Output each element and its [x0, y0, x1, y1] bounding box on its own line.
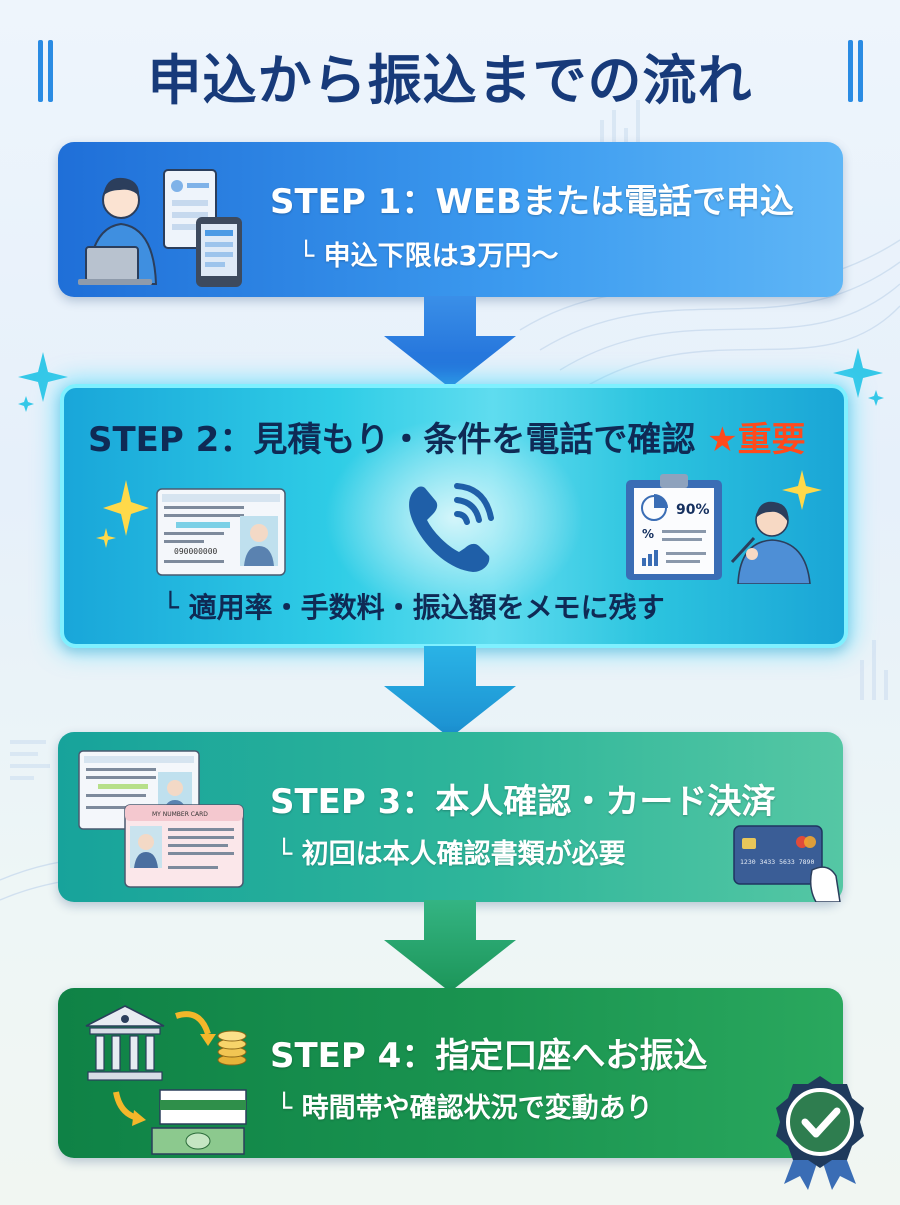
- check-badge-icon: [776, 1076, 864, 1190]
- step-3-subtitle: └ 初回は本人確認書類が必要: [276, 839, 626, 870]
- step-2-card: STEP 2：見積もり・条件を電話で確認 ★重要 090000000 90% %: [60, 384, 848, 648]
- down-arrow-icon: [384, 296, 516, 388]
- phone-icon: [409, 483, 494, 572]
- sparkle-icon: [782, 470, 822, 510]
- title-bar-right: [848, 40, 853, 102]
- sparkle-icon: [18, 352, 68, 412]
- sparkle-icon: [96, 480, 149, 548]
- my-number-card-icon: MY NUMBER CARD: [124, 804, 244, 888]
- step-1-card: STEP 1：WEBまたは電話で申込 └ 申込下限は3万円～: [58, 142, 843, 297]
- sparkle-icon: [833, 348, 884, 406]
- important-badge: ★重要: [707, 420, 806, 460]
- step-2-title: STEP 2：見積もり・条件を電話で確認 ★重要: [88, 420, 806, 460]
- banknote-icon: [113, 1089, 247, 1155]
- title-bar-left: [38, 40, 43, 102]
- header: 申込から振込までの流れ: [0, 28, 900, 112]
- credit-card-number: 1230 3433 5633 7890: [740, 858, 814, 866]
- credit-card-icon: 1230 3433 5633 7890: [733, 825, 841, 902]
- step-3-title: STEP 3：本人確認・カード決済: [270, 782, 776, 822]
- step-1-subtitle: └ 申込下限は3万円～: [298, 241, 559, 272]
- title-bar-left-2: [48, 40, 53, 102]
- bank-icon: [85, 1005, 165, 1081]
- clipboard-icon: 90% %: [626, 474, 722, 580]
- down-arrow-icon: [384, 900, 516, 992]
- title-bar-right-2: [858, 40, 863, 102]
- id-card-number: 090000000: [174, 547, 218, 556]
- svg-text:%: %: [642, 527, 654, 541]
- page-title: 申込から振込までの流れ: [147, 49, 753, 112]
- my-number-card-label: MY NUMBER CARD: [152, 811, 208, 818]
- id-card-icon: 090000000: [156, 488, 286, 576]
- person-writing-icon: [730, 501, 811, 584]
- clipboard-percent: 90%: [676, 502, 710, 518]
- step-2-subtitle: └ 適用率・手数料・振込額をメモに残す: [162, 591, 665, 624]
- step-4-title: STEP 4：指定口座へお振込: [270, 1036, 708, 1076]
- coins-icon: [175, 1011, 247, 1066]
- step-1-title: STEP 1：WEBまたは電話で申込: [270, 182, 794, 222]
- person-laptop-icon: [78, 169, 242, 287]
- step-4-subtitle: └ 時間帯や確認状況で変動あり: [276, 1093, 653, 1124]
- down-arrow-icon: [384, 646, 516, 738]
- step-3-card: MY NUMBER CARD STEP 3：本人確認・カード決済 └ 初回は本人…: [58, 732, 843, 902]
- step-4-card: STEP 4：指定口座へお振込 └ 時間帯や確認状況で変動あり: [58, 988, 843, 1158]
